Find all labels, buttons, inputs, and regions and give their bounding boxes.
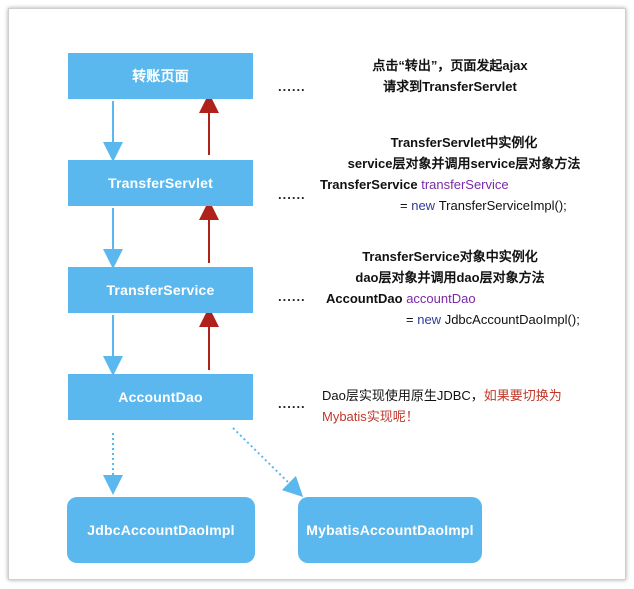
transfer-service-box: TransferService	[68, 267, 253, 313]
page-annotation-line1: 点击“转出”，页面发起ajax	[372, 58, 528, 73]
transfer-page-label: 转账页面	[132, 68, 189, 84]
servlet-code-line1: TransferService transferService	[314, 174, 614, 195]
service-annotation-line2: dao层对象并调用dao层对象方法	[355, 270, 545, 285]
dao-annotation-line1: Dao层实现使用原生JDBC，如果要切换为	[322, 385, 612, 406]
jdbc-impl-box: JdbcAccountDaoImpl	[67, 497, 255, 563]
service-code-type: AccountDao	[326, 291, 403, 306]
service-annotation: TransferService对象中实例化 dao层对象并调用dao层对象方法 …	[320, 246, 620, 330]
servlet-code-type: TransferService	[320, 177, 418, 192]
page-annotation-line2: 请求到TransferServlet	[383, 79, 517, 94]
ellipsis-dao: ......	[278, 396, 306, 411]
transfer-servlet-box: TransferServlet	[68, 160, 253, 206]
servlet-annotation-line2: service层对象并调用service层对象方法	[347, 156, 581, 171]
dao-annotation-red2: Mybatis实现呢！	[322, 409, 419, 424]
ellipsis-service: ......	[278, 289, 306, 304]
service-code-impl: JdbcAccountDaoImpl();	[444, 312, 580, 327]
service-annotation-line1: TransferService对象中实例化	[362, 249, 538, 264]
servlet-annotation: TransferServlet中实例化 service层对象并调用service…	[314, 132, 614, 216]
dao-annotation: Dao层实现使用原生JDBC，如果要切换为 Mybatis实现呢！	[322, 385, 612, 427]
service-code-eq: =	[406, 312, 418, 327]
service-code-new: new	[417, 312, 442, 327]
transfer-servlet-label: TransferServlet	[108, 175, 213, 191]
servlet-code-impl: TransferServiceImpl();	[438, 198, 567, 213]
page-annotation: 点击“转出”，页面发起ajax 请求到TransferServlet	[340, 55, 560, 97]
servlet-code-eq: =	[400, 198, 412, 213]
servlet-annotation-line1: TransferServlet中实例化	[390, 135, 538, 150]
servlet-code-var: transferService	[421, 177, 509, 192]
ellipsis-page: ......	[278, 79, 306, 94]
service-code-var: accountDao	[406, 291, 476, 306]
mybatis-impl-label: MybatisAccountDaoImpl	[306, 522, 474, 538]
transfer-service-label: TransferService	[106, 282, 215, 298]
transfer-page-box: 转账页面	[68, 53, 253, 99]
account-dao-box: AccountDao	[68, 374, 253, 420]
dao-annotation-red1: 如果要切换为	[483, 388, 562, 403]
ellipsis-servlet: ......	[278, 187, 306, 202]
arrow-dotted-mybatis	[232, 427, 304, 498]
dao-annotation-black: Dao层实现使用原生JDBC，	[322, 388, 484, 403]
account-dao-label: AccountDao	[118, 389, 203, 405]
jdbc-impl-label: JdbcAccountDaoImpl	[87, 522, 235, 538]
service-code-line1: AccountDao accountDao	[320, 288, 620, 309]
servlet-code-new: new	[411, 198, 436, 213]
servlet-code-line2: = new TransferServiceImpl();	[314, 195, 614, 216]
mybatis-impl-box: MybatisAccountDaoImpl	[298, 497, 482, 563]
service-code-line2: = new JdbcAccountDaoImpl();	[320, 309, 620, 330]
